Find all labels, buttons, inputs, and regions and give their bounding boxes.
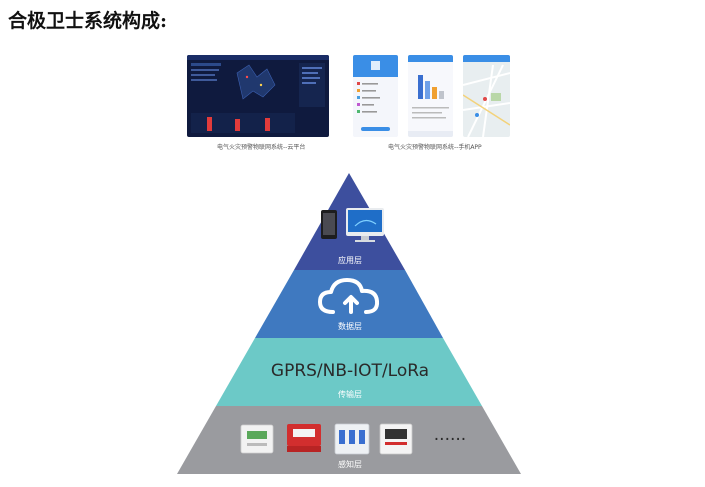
app-chart-mockup [408,55,453,137]
app-screenshot-map [463,55,510,137]
more-devices-ellipsis: ...... [434,425,466,445]
circuit-breaker-icon [334,423,370,455]
smartphone-icon [321,210,337,239]
layer-data-label: 数据层 [338,321,362,331]
monitoring-device-icon [379,423,413,455]
layer-transport [216,338,482,406]
app-caption: 电气火灾预警物联网系统--手机APP [388,144,482,151]
cloud-platform-mockup [187,55,329,133]
page-heading: 合极卫士系统构成: [8,10,168,32]
cloud-upload-icon [318,278,380,314]
power-meter-icon [240,424,274,454]
layer-application-label: 应用层 [338,255,362,265]
app-screenshot-home [353,55,398,137]
layer-transport-label: 传输层 [338,389,362,399]
monitor-icon [346,208,384,242]
fire-detector-icon [287,424,321,452]
app-map-mockup [463,55,510,137]
app-screenshot-chart [408,55,453,137]
app-home-mockup [353,55,398,131]
layer-perception-label: 感知层 [338,459,362,469]
transport-protocols: GPRS/NB-IOT/LoRa [271,361,429,381]
cloud-platform-screenshot [187,55,329,137]
cloud-platform-caption: 电气火灾预警物联网系统--云平台 [217,144,306,151]
